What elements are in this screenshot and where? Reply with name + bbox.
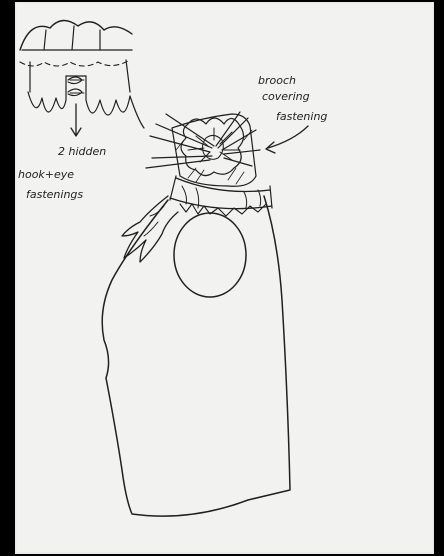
closure-detail-sketch bbox=[20, 20, 144, 136]
fastening-note-line1: hook+eye bbox=[18, 168, 74, 181]
brooch-illustration bbox=[146, 112, 260, 186]
fastening-note-line2: fastenings bbox=[26, 188, 83, 201]
brooch-note-line2: covering bbox=[262, 90, 310, 103]
brooch-arrow bbox=[266, 126, 308, 153]
brooch-note-line3: fastening bbox=[276, 110, 327, 123]
brooch-note-line1: brooch bbox=[258, 74, 296, 87]
garment-body bbox=[102, 176, 290, 516]
armhole-opening bbox=[174, 213, 246, 297]
hidden-note: 2 hidden bbox=[58, 145, 106, 158]
